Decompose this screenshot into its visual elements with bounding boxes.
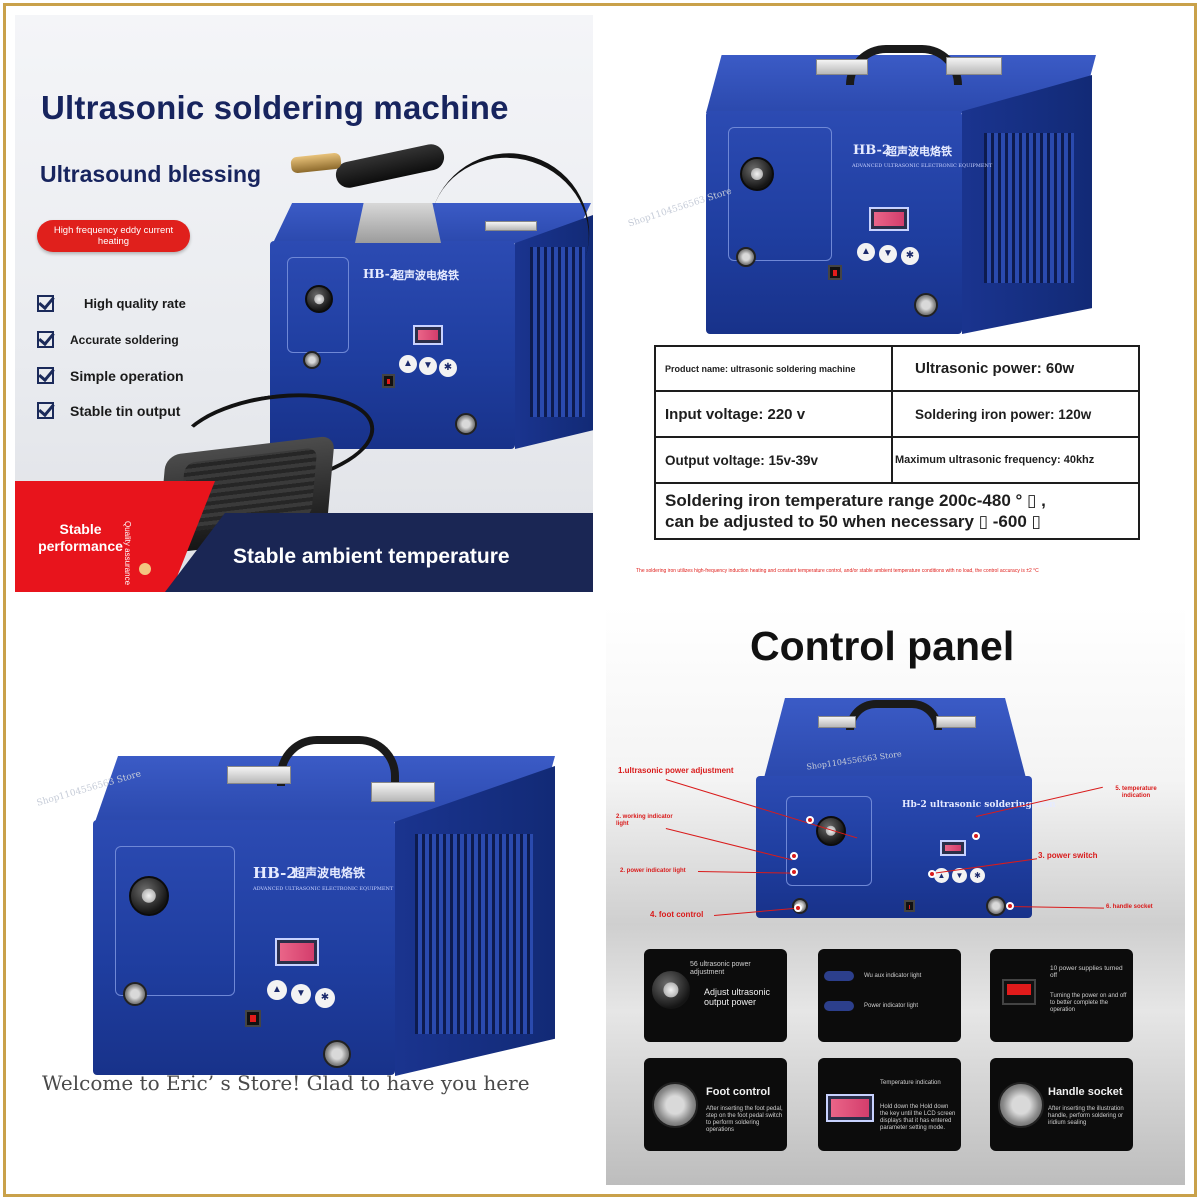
- spec-iron-power: Soldering iron power: 120w: [891, 390, 1140, 438]
- spec-ultrasonic-power: Ultrasonic power: 60w: [891, 345, 1140, 392]
- checkbox-icon: [37, 367, 54, 384]
- handle-socket-icon: [986, 896, 1006, 916]
- set-button-icon: ✱: [901, 247, 919, 265]
- checkbox-icon: [37, 402, 54, 419]
- carry-handle-icon: [277, 736, 399, 786]
- spec-output-voltage: Output voltage: 15v-39v: [654, 436, 893, 484]
- card-handle-socket: Handle socket After inserting the illust…: [990, 1058, 1133, 1151]
- card-power-adjustment: 56 ultrasonic power adjustment Adjust ul…: [644, 949, 787, 1042]
- machine-photo-panel: HB-2 超声波电烙铁 ADVANCED ULTRASONIC ELECTRON…: [15, 606, 593, 1185]
- spec-temperature-range: Soldering iron temperature range 200c-48…: [654, 482, 1140, 540]
- feature-pill: High frequency eddy current heating: [37, 220, 190, 252]
- power-knob-icon: [816, 816, 846, 846]
- down-button-icon: ▼: [419, 357, 437, 375]
- foot-socket-icon: [123, 982, 147, 1006]
- spec-panel: HB-2 超声波电烙铁 ADVANCED ULTRASONIC ELECTRON…: [606, 15, 1185, 592]
- callout-temperature-indication: 5. temperature indication: [1115, 786, 1157, 799]
- power-switch-icon: [382, 374, 395, 388]
- handle-socket-icon: [323, 1040, 351, 1068]
- spec-input-voltage: Input voltage: 220 v: [654, 390, 893, 438]
- power-knob-icon: [650, 969, 692, 1011]
- spec-max-frequency: Maximum ultrasonic frequency: 40khz: [891, 436, 1140, 484]
- lcd-display: [826, 1094, 874, 1122]
- down-button-icon: ▼: [952, 868, 967, 883]
- welcome-message: Welcome to Eric’ s Store! Glad to have y…: [42, 1071, 530, 1095]
- handle-socket-icon: [998, 1082, 1044, 1128]
- foot-socket-icon: [652, 1082, 698, 1128]
- callout-power-switch: 3. power switch: [1038, 851, 1098, 860]
- set-button-icon: ✱: [970, 868, 985, 883]
- hero-subtitle: Ultrasound blessing: [40, 161, 262, 187]
- navy-banner: [165, 513, 593, 592]
- hero-title: Ultrasonic soldering machine: [41, 89, 509, 126]
- power-switch-icon: [245, 1010, 261, 1027]
- carry-handle-icon: [846, 700, 942, 730]
- foot-socket-icon: [303, 351, 321, 369]
- set-button-icon: ✱: [439, 359, 457, 377]
- handle-socket-icon: [455, 413, 477, 435]
- lcd-display: [413, 325, 443, 345]
- hero-panel: Ultrasonic soldering machine Ultrasound …: [15, 15, 593, 592]
- card-temperature-display: Temperature indication Hold down the Hol…: [818, 1058, 961, 1151]
- up-button-icon: ▲: [399, 355, 417, 373]
- spec-table: Product name: ultrasonic soldering machi…: [654, 345, 1140, 540]
- callout-power-indicator: 2. power indicator light: [620, 868, 686, 874]
- lcd-display: [940, 840, 966, 856]
- feature-check: High quality rate: [37, 295, 186, 312]
- power-switch-icon: [904, 900, 915, 912]
- bullet-dot: [139, 563, 151, 575]
- up-button-icon: ▲: [267, 980, 287, 1000]
- handle-socket-icon: [914, 293, 938, 317]
- callout-handle-socket: 6. handle socket: [1106, 904, 1153, 910]
- power-knob-icon: [740, 157, 774, 191]
- up-button-icon: ▲: [857, 243, 875, 261]
- down-button-icon: ▼: [879, 245, 897, 263]
- feature-check: Accurate soldering: [37, 331, 179, 348]
- ambient-slogan: Stable ambient temperature: [233, 545, 510, 568]
- checkbox-icon: [37, 331, 54, 348]
- control-panel-title: Control panel: [750, 623, 1015, 669]
- card-foot-control: Foot control After inserting the foot pe…: [644, 1058, 787, 1151]
- checkbox-icon: [37, 295, 54, 312]
- feature-check: Stable tin output: [37, 402, 180, 419]
- stable-performance: Stable performance: [38, 521, 123, 554]
- power-knob-icon: [305, 285, 333, 313]
- quality-assurance: Quality assurance: [123, 521, 132, 586]
- card-indicator-lights: Wu aux indicator light Power indicator l…: [818, 949, 961, 1042]
- accuracy-note: The soldering iron utilizes high-frequen…: [636, 568, 1039, 574]
- down-button-icon: ▼: [291, 984, 311, 1004]
- control-panel-diagram: Control panel Hb-2 ultrasonic soldering …: [606, 606, 1185, 1185]
- callout-foot-control: 4. foot control: [650, 910, 704, 919]
- power-knob-icon: [129, 876, 169, 916]
- lcd-display: [275, 938, 319, 966]
- card-power-switch: 10 power supplies turned off Turning the…: [990, 949, 1133, 1042]
- callout-power-adjustment: 1.ultrasonic power adjustment: [618, 766, 734, 775]
- spec-product-name: Product name: ultrasonic soldering machi…: [654, 345, 893, 392]
- soldering-iron-icon: [333, 141, 447, 191]
- lcd-display: [869, 207, 909, 231]
- callout-working-indicator: 2. working indicator light: [616, 814, 673, 827]
- feature-check: Simple operation: [37, 367, 184, 384]
- set-button-icon: ✱: [315, 988, 335, 1008]
- foot-socket-icon: [736, 247, 756, 267]
- power-switch-icon: [1002, 979, 1036, 1005]
- power-switch-icon: [828, 265, 842, 280]
